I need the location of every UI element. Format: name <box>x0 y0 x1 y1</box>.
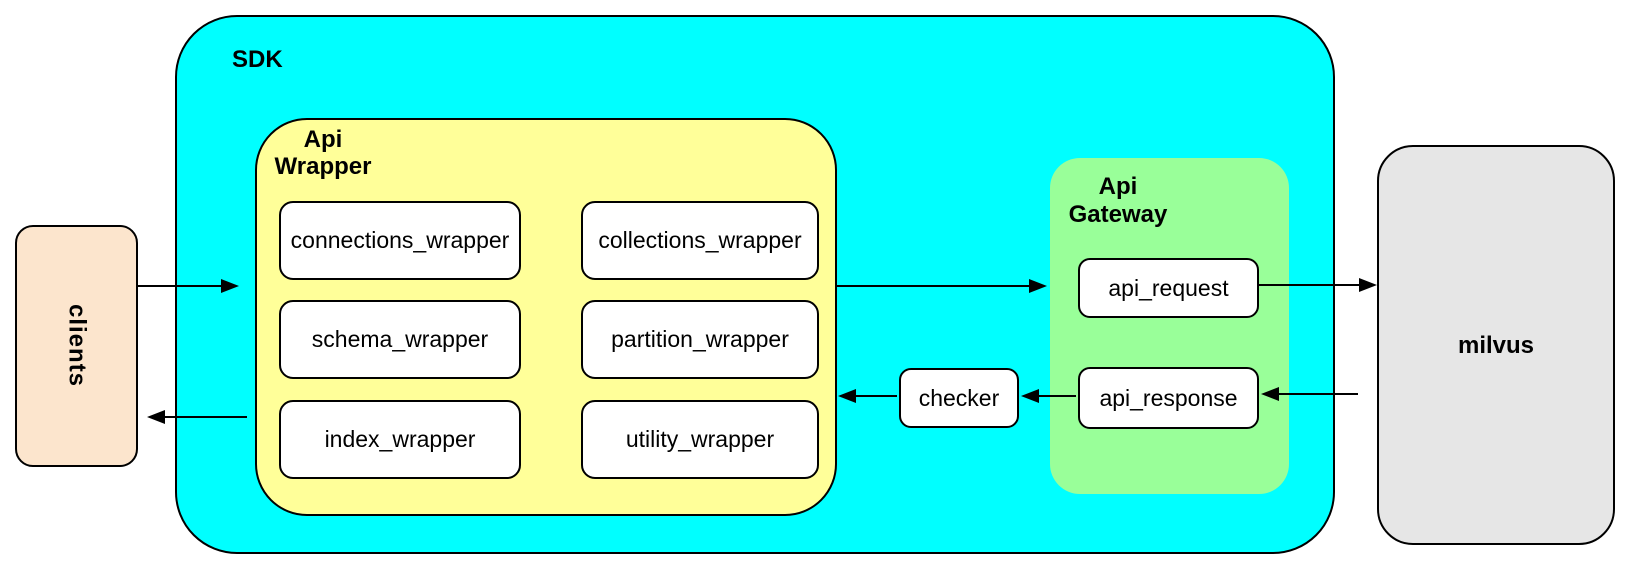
api-request-label: api_request <box>1108 274 1229 301</box>
arrow-milvus-to-response-line <box>1279 393 1358 395</box>
arrow-response-to-checker-line <box>1039 395 1076 397</box>
arrow-request-to-milvus-line <box>1257 284 1359 286</box>
container-api-wrapper: Api Wrapper connections_wrapper collecti… <box>255 118 837 516</box>
clients-label: clients <box>63 304 91 388</box>
node-index-wrapper: index_wrapper <box>279 400 521 479</box>
checker-label: checker <box>918 384 1000 411</box>
api-gateway-label: Api Gateway <box>1068 173 1168 228</box>
node-collections-wrapper: collections_wrapper <box>581 201 819 280</box>
arrowhead-left-icon <box>1261 387 1279 401</box>
arrow-sdk-to-clients-line <box>165 416 247 418</box>
api-wrapper-label: Api Wrapper <box>274 126 372 180</box>
schema-wrapper-label: schema_wrapper <box>311 326 489 352</box>
node-utility-wrapper: utility_wrapper <box>581 400 819 479</box>
arrowhead-left-icon <box>838 389 856 403</box>
index-wrapper-label: index_wrapper <box>324 426 476 452</box>
arrow-checker-to-wrapper-line <box>856 395 897 397</box>
partition-wrapper-label: partition_wrapper <box>611 326 789 352</box>
node-clients: clients <box>15 225 138 467</box>
arrow-clients-to-sdk-line <box>138 285 221 287</box>
node-connections-wrapper: connections_wrapper <box>279 201 521 280</box>
node-schema-wrapper: schema_wrapper <box>279 300 521 379</box>
node-partition-wrapper: partition_wrapper <box>581 300 819 379</box>
node-checker: checker <box>899 368 1019 428</box>
milvus-label: milvus <box>1457 331 1535 359</box>
node-api-response: api_response <box>1078 367 1259 429</box>
sdk-label: SDK <box>232 46 283 73</box>
arrowhead-left-icon <box>1021 389 1039 403</box>
container-sdk: SDK Api Wrapper connections_wrapper coll… <box>175 15 1335 554</box>
node-api-request: api_request <box>1078 258 1259 318</box>
collections-wrapper-label: collections_wrapper <box>598 227 802 253</box>
container-api-gateway: Api Gateway api_request api_response <box>1050 158 1289 494</box>
arrowhead-right-icon <box>1359 278 1377 292</box>
utility-wrapper-label: utility_wrapper <box>625 426 775 452</box>
connections-wrapper-label: connections_wrapper <box>290 227 510 253</box>
arrowhead-right-icon <box>1029 279 1047 293</box>
arrowhead-left-icon <box>147 410 165 424</box>
arrow-wrapper-to-gateway-line <box>835 285 1029 287</box>
node-milvus: milvus <box>1377 145 1615 545</box>
arrowhead-right-icon <box>221 279 239 293</box>
api-response-label: api_response <box>1099 384 1238 411</box>
